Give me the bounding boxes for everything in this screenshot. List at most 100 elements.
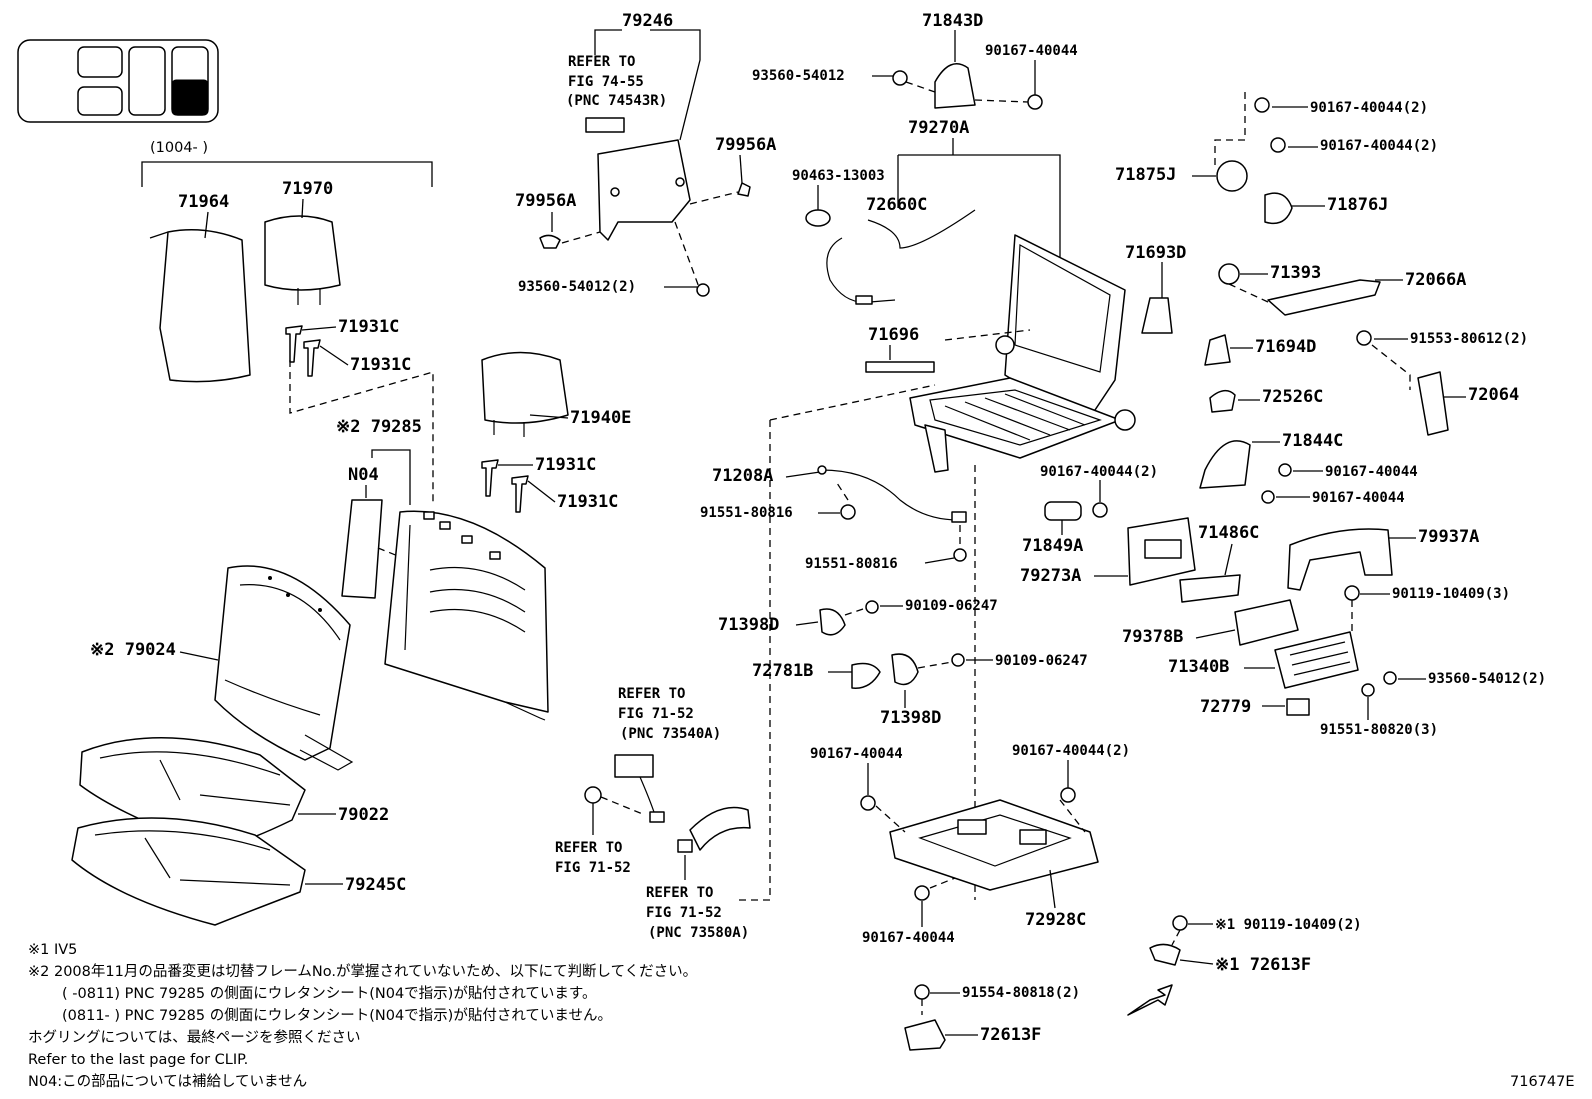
label-79022: 79022	[338, 805, 389, 825]
label-79024: ※2 79024	[90, 640, 176, 660]
label-71970: 71970	[282, 179, 333, 199]
hinge-cover-part	[1199, 440, 1251, 489]
label-90167-40044-2d: 90167-40044(2)	[1012, 743, 1130, 759]
label-90109-06247-b: 90109-06247	[995, 653, 1088, 669]
bolt-fastener	[860, 795, 876, 811]
label-79285: ※2 79285	[336, 417, 422, 437]
hinge-cover-part	[1216, 160, 1248, 192]
bolt-fastener	[1254, 97, 1270, 113]
label-71208A: 71208A	[712, 466, 773, 486]
label-refer-74-55-c: (PNC 74543R)	[566, 93, 667, 109]
label-90463-13003: 90463-13003	[792, 168, 885, 184]
note-line-3: ( -0811) PNC 79285 の側面にウレタンシート(N04で指示)が貼…	[62, 985, 596, 1002]
label-71694D: 71694D	[1255, 337, 1316, 357]
hinge-cover-part	[1264, 192, 1293, 225]
label-79937A: 79937A	[1418, 527, 1479, 547]
label-71875J: 71875J	[1115, 165, 1176, 185]
seat-cushion-part	[79, 737, 306, 848]
label-72066A: 72066A	[1405, 270, 1466, 290]
label-72613F-a: ※1 72613F	[1215, 955, 1311, 975]
bolt-fastener	[840, 504, 856, 520]
bolt-fastener	[914, 984, 930, 1000]
note-line-7: N04:この部品については補給していません	[28, 1073, 307, 1090]
label-91551-80820-3: 91551-80820(3)	[1320, 722, 1438, 738]
bracket-part	[904, 1019, 946, 1051]
bolt-fastener	[914, 885, 930, 901]
recliner-mechanism-part	[1127, 517, 1241, 603]
label-71931C-a: 71931C	[338, 317, 399, 337]
bolt-fastener	[892, 70, 908, 86]
direction-arrow-icon	[1127, 984, 1173, 1016]
label-refer-74-55-b: FIG 74-55	[568, 74, 644, 90]
label-79270A: 79270A	[908, 118, 969, 138]
seatback-frame-part	[384, 510, 549, 721]
back-panel-part	[597, 139, 691, 241]
bolt-fastener	[696, 283, 710, 297]
label-90167-40044-2c: 90167-40044(2)	[1040, 464, 1158, 480]
urethane-sheet-part	[341, 499, 383, 599]
label-90119-10409-3: 90119-10409(3)	[1392, 586, 1510, 602]
bolt-fastener	[1172, 915, 1188, 931]
seatback-cover-part	[214, 565, 354, 771]
label-93560-54012-2a: 93560-54012(2)	[518, 279, 636, 295]
label-refer-71-52-c1: REFER TO	[646, 885, 713, 901]
bolt-fastener	[951, 653, 965, 667]
label-71931C-d: 71931C	[557, 492, 618, 512]
bolt-fastener	[1027, 94, 1043, 110]
headrest-center-part	[481, 351, 569, 437]
seat-tray-part	[889, 799, 1099, 891]
label-refer-71-52-a1: REFER TO	[618, 686, 685, 702]
label-90167-40044-2b: 90167-40044(2)	[1320, 138, 1438, 154]
trim-cover-part	[1141, 297, 1173, 334]
label-refer-71-52-a2: FIG 71-52	[618, 706, 694, 722]
label-90119-10409-2: ※1 90119-10409(2)	[1215, 917, 1362, 933]
label-71693D: 71693D	[1125, 243, 1186, 263]
seat-belt-part	[614, 754, 751, 853]
label-79956A-a: 79956A	[715, 135, 776, 155]
label-90167-40044-a: 90167-40044	[985, 43, 1078, 59]
label-91554-80818-2: 91554-80818(2)	[962, 985, 1080, 1001]
label-71696: 71696	[868, 325, 919, 345]
label-71393: 71393	[1270, 263, 1321, 283]
bolt-fastener	[1261, 490, 1275, 504]
trim-panel-sticker	[585, 117, 625, 133]
label-71964: 71964	[178, 192, 229, 212]
release-strap-part	[1267, 279, 1381, 316]
label-72779: 72779	[1200, 697, 1251, 717]
bolt-fastener	[865, 600, 879, 614]
label-71876J: 71876J	[1327, 195, 1388, 215]
bolt-fastener	[1383, 671, 1397, 685]
cap-part	[1044, 501, 1082, 521]
bolt-fastener	[1092, 502, 1108, 518]
seat-lock-part	[1274, 631, 1359, 689]
label-71843D: 71843D	[922, 11, 983, 31]
seat-position-locator-icon	[17, 39, 219, 123]
bolt-fastener	[584, 786, 602, 804]
spacer-part	[865, 361, 935, 373]
label-79245C: 79245C	[345, 875, 406, 895]
lock-bracket-part	[1417, 371, 1449, 436]
label-79956A-b: 79956A	[515, 191, 576, 211]
trim-cover-part	[1204, 334, 1231, 366]
label-refer-71-52-c2: FIG 71-52	[646, 905, 722, 921]
bolt-fastener	[1344, 585, 1360, 601]
clip-ring-part	[1218, 263, 1240, 285]
label-71844C: 71844C	[1282, 431, 1343, 451]
bolt-fastener	[1278, 463, 1292, 477]
hinge-cover-part	[1287, 528, 1393, 591]
diagram-code: 716747E	[1510, 1074, 1575, 1090]
label-90167-40044-c: 90167-40044	[1312, 490, 1405, 506]
label-71486C: 71486C	[1198, 523, 1259, 543]
spring-washer-part	[851, 662, 881, 689]
hinge-washer-part	[819, 608, 846, 636]
label-90167-40044-e: 90167-40044	[862, 930, 955, 946]
label-refer-71-52-b2: FIG 71-52	[555, 860, 631, 876]
note-line-2: ※2 2008年11月の品番変更は切替フレームNo.が掌握されていないため、以下…	[28, 963, 697, 980]
label-72064: 72064	[1468, 385, 1519, 405]
label-71340B: 71340B	[1168, 657, 1229, 677]
label-90109-06247-a: 90109-06247	[905, 598, 998, 614]
release-cable-part	[826, 209, 976, 305]
headrest-guide-part	[285, 325, 321, 377]
label-refer-74-55-a: REFER TO	[568, 54, 635, 70]
